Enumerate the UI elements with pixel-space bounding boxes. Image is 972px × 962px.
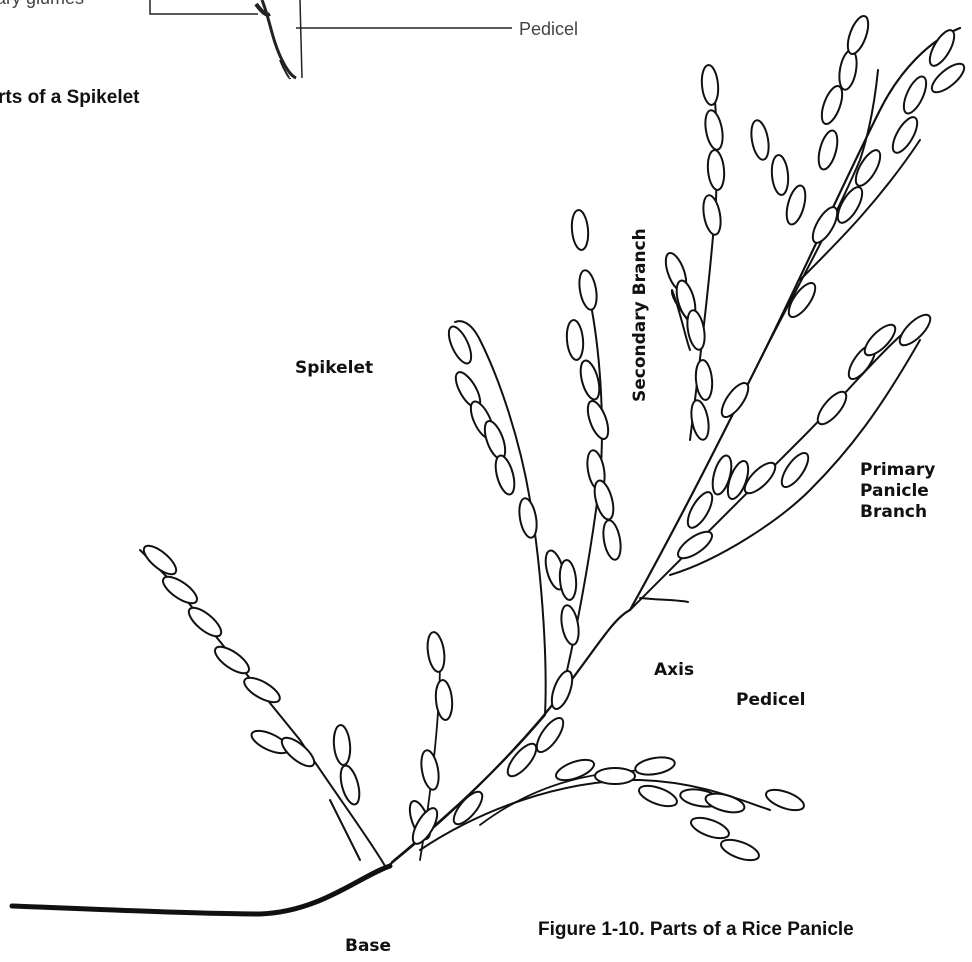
spikelet-fragment [150,0,512,78]
primary-label-line2: Panicle [860,481,935,502]
spikelet-grains [140,13,969,864]
axis-label: Axis [654,660,694,681]
base-label: Base [345,936,391,957]
spikelet-label: Spikelet [295,358,373,379]
glumes-fragment-label: ary glumes [0,0,84,9]
primary-label-line3: Branch [860,502,935,523]
pedicel-fragment-label: Pedicel [519,19,578,40]
spikelet-fragment-caption: rts of a Spikelet [0,87,140,108]
secondary-branch-label: Secondary Branch [630,228,651,402]
pedicel-label: Pedicel [736,690,805,711]
primary-panicle-branch-label: Primary Panicle Branch [860,460,935,523]
primary-label-line1: Primary [860,460,935,481]
figure-caption: Figure 1-10. Parts of a Rice Panicle [538,919,854,940]
